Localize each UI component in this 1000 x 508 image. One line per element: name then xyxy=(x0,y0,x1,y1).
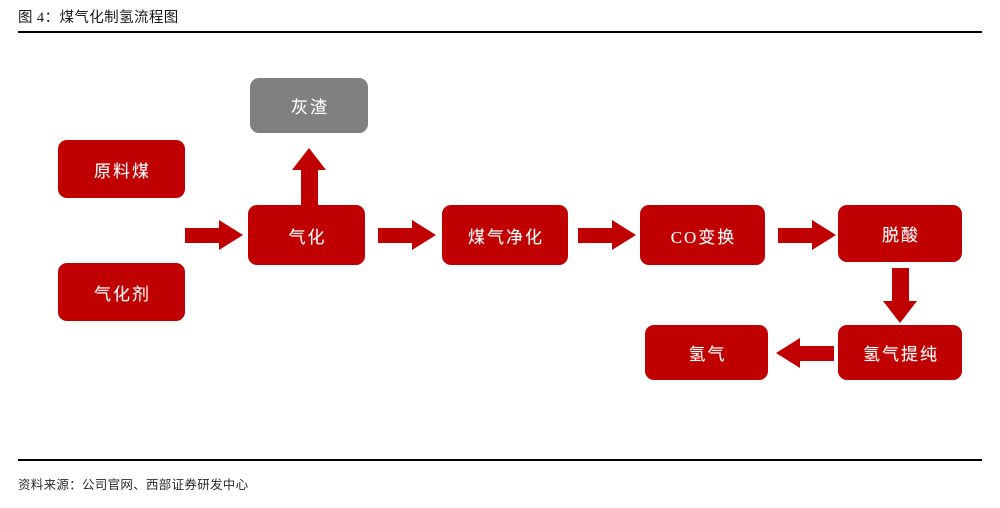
flow-arrow-feed-to-gasification xyxy=(185,220,243,250)
flow-node-co-shift[interactable]: CO变换 xyxy=(640,205,765,265)
arrow-shaft xyxy=(891,268,910,303)
flow-node-hydrogen[interactable]: 氢气 xyxy=(645,325,768,380)
header-divider xyxy=(18,31,982,33)
flow-node-gasifying-agent[interactable]: 气化剂 xyxy=(58,263,185,321)
page-title: 图 4：煤气化制氢流程图 xyxy=(18,10,179,26)
flow-node-deacidification[interactable]: 脱酸 xyxy=(838,205,962,262)
flow-node-label: 原料煤 xyxy=(94,161,151,181)
flow-node-label: 灰渣 xyxy=(291,98,329,117)
arrow-shaft xyxy=(578,227,614,243)
flow-node-label: 氢气 xyxy=(688,345,727,364)
arrow-shaft xyxy=(300,169,319,205)
flow-node-label: 煤气净化 xyxy=(468,227,544,247)
arrow-shaft xyxy=(798,345,834,361)
flow-arrow-gasification-to-purify xyxy=(378,220,436,250)
flow-arrow-gasification-to-ash xyxy=(292,148,327,205)
flow-node-raw-coal[interactable]: 原料煤 xyxy=(58,140,185,198)
figure-source-note: 资料来源：公司官网、西部证券研发中心 xyxy=(18,478,249,492)
arrow-head-icon xyxy=(812,220,836,250)
flow-node-label: 气化剂 xyxy=(94,284,151,304)
flow-node-label: 脱酸 xyxy=(882,226,920,245)
flow-node-gas-purification[interactable]: 煤气净化 xyxy=(442,205,568,265)
arrow-head-icon xyxy=(412,220,436,250)
flow-node-label: 氢气提纯 xyxy=(863,345,939,364)
arrow-head-icon xyxy=(612,220,636,250)
arrow-shaft xyxy=(778,227,814,243)
footer-divider xyxy=(18,459,982,461)
flow-node-ash-slag[interactable]: 灰渣 xyxy=(250,78,368,133)
arrow-shaft xyxy=(378,227,414,243)
flowchart-canvas: 原料煤气化剂 气化 灰渣煤气净化 CO变换 脱酸氢气提纯 氢气 xyxy=(0,36,1000,456)
flow-node-gasification[interactable]: 气化 xyxy=(248,205,365,265)
flow-node-label: 气化 xyxy=(288,227,327,247)
flow-node-label: CO变换 xyxy=(670,227,737,247)
flow-arrow-purify-to-co-shift xyxy=(578,220,636,250)
flow-node-hydrogen-purify[interactable]: 氢气提纯 xyxy=(838,325,962,380)
arrow-head-icon xyxy=(292,148,326,170)
arrow-shaft xyxy=(185,227,221,243)
arrow-head-icon xyxy=(883,301,917,323)
flow-arrow-co-shift-to-deacid xyxy=(778,220,836,250)
arrow-head-icon xyxy=(219,220,243,250)
flow-arrow-deacid-to-hydrogen-purify xyxy=(883,268,918,323)
flow-arrow-hydrogen-purify-to-h2 xyxy=(776,338,834,368)
arrow-head-icon xyxy=(776,338,800,368)
